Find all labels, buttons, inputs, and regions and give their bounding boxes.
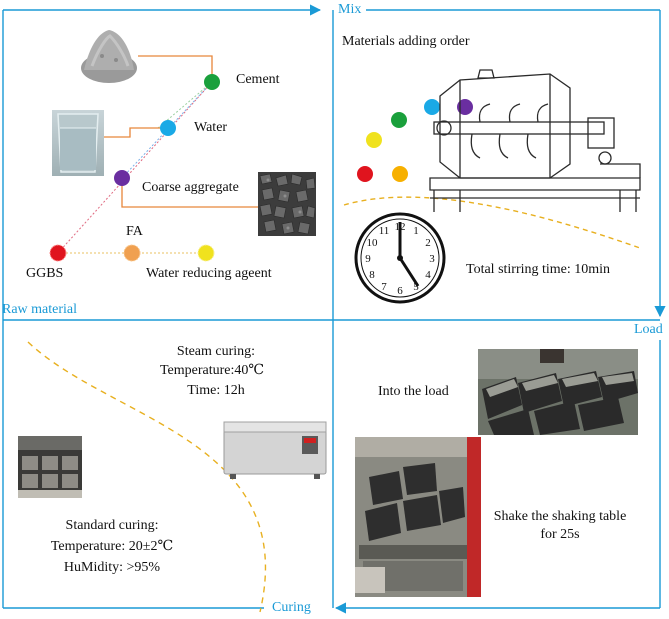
svg-text:1: 1 [413, 225, 419, 237]
svg-text:8: 8 [369, 269, 375, 281]
steam-temperature: Temperature:40℃ [159, 363, 265, 378]
svg-text:3: 3 [429, 253, 435, 265]
raw-material-label: Raw material [2, 302, 78, 317]
mixer-machine-icon [420, 66, 650, 216]
standard-humidity: HuMidity: >95% [63, 560, 161, 575]
svg-text:7: 7 [381, 281, 387, 293]
svg-text:2: 2 [425, 237, 431, 249]
mix-label: Mix [338, 2, 362, 17]
steam-time: Time: 12h [187, 383, 245, 398]
standard-curing-photo [18, 436, 82, 498]
coarse-aggregate-photo [258, 172, 316, 236]
cement-connector [138, 55, 213, 82]
mix-dashed-curve [343, 196, 641, 249]
shaking-table-photo [355, 437, 481, 597]
svg-text:11: 11 [379, 225, 390, 237]
fa-label: FA [126, 224, 143, 239]
svg-text:9: 9 [365, 253, 371, 265]
curing-dashed-curve [27, 341, 267, 613]
standard-title: Standard curing: [65, 518, 159, 533]
svg-text:5: 5 [413, 281, 419, 293]
water-label: Water [194, 120, 228, 135]
aggregate-connector [121, 178, 258, 208]
steam-curing-box-photo [222, 418, 328, 480]
standard-temperature: Temperature: 20±2℃ [50, 539, 174, 554]
shake-line-2: for 25s [540, 527, 580, 542]
water-connector [104, 127, 168, 138]
steam-title: Steam curing: [176, 344, 256, 359]
svg-text:6: 6 [397, 285, 403, 297]
adding-order-title: Materials adding order [342, 34, 470, 49]
ggbs-label: GGBS [26, 266, 64, 281]
svg-text:4: 4 [425, 269, 431, 281]
water-reducing-agent-label: Water reducing ageent [146, 266, 272, 281]
water-photo [52, 110, 104, 176]
curing-label: Curing [272, 600, 311, 615]
cement-label: Cement [236, 72, 280, 87]
stirring-time: Total stirring time: 10min [466, 262, 611, 277]
cement-photo [80, 26, 138, 86]
into-load-label: Into the load [378, 384, 449, 399]
coarse-aggregate-label: Coarse aggregate [142, 180, 239, 195]
load-label: Load [634, 322, 663, 337]
svg-text:10: 10 [367, 237, 379, 249]
load-molds-photo [478, 349, 638, 435]
shake-line-1: Shake the shaking table [493, 509, 627, 524]
